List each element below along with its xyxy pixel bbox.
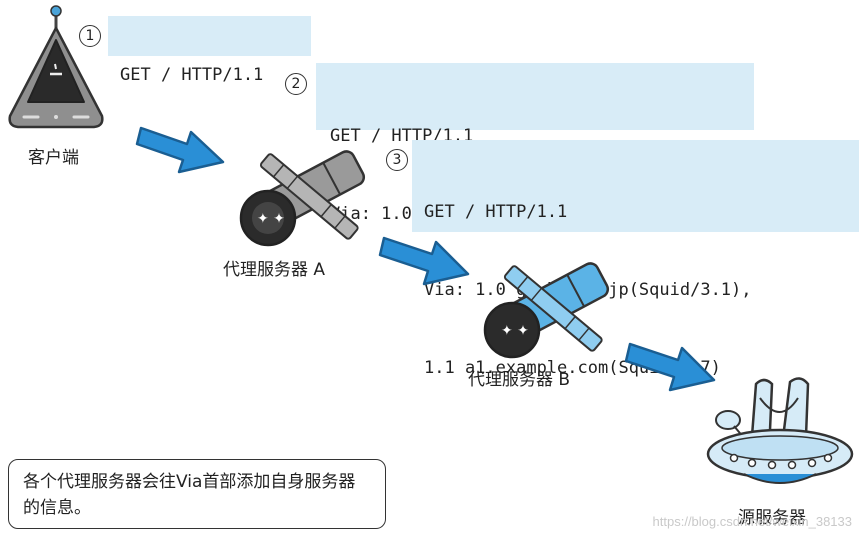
satellite-proxy-icon: ✦ ✦ (483, 262, 610, 359)
client-label: 客户端 (28, 148, 79, 168)
satellite-proxy-icon: ✦ ✦ (239, 150, 366, 247)
step-number-1: 1 (79, 25, 101, 47)
origin-server-label: 源服务器 (738, 508, 806, 528)
step-number-2: 2 (285, 73, 307, 95)
request-box-1: GET / HTTP/1.1 (108, 16, 311, 85)
note-box: 各个代理服务器会往Via首部添加自身服务器的信息。 (8, 459, 386, 529)
request-line: GET / HTTP/1.1 (424, 202, 568, 222)
watermark: https://blog.csdn.net/weixin_38133 (652, 514, 852, 529)
arrow-icon (378, 236, 470, 286)
request-box-2: GET / HTTP/1.1 Via: 1.0 gw.hackr.jp(Squi… (316, 63, 754, 224)
proxy-a-label: 代理服务器 A (223, 260, 326, 280)
svg-text:✦ ✦: ✦ ✦ (501, 323, 529, 339)
proxy-b-label: 代理服务器 B (468, 370, 571, 390)
arrow-icon (135, 126, 225, 174)
arrow-icon (624, 342, 716, 392)
ufo-origin-server-icon (706, 377, 854, 484)
robot-client-icon (8, 5, 104, 129)
svg-text:✦ ✦: ✦ ✦ (257, 211, 285, 227)
request-line: GET / HTTP/1.1 (120, 65, 264, 85)
request-box-3: GET / HTTP/1.1 Via: 1.0 gw.hackr.jp(Squi… (412, 140, 859, 378)
step-number-3: 3 (386, 149, 408, 171)
